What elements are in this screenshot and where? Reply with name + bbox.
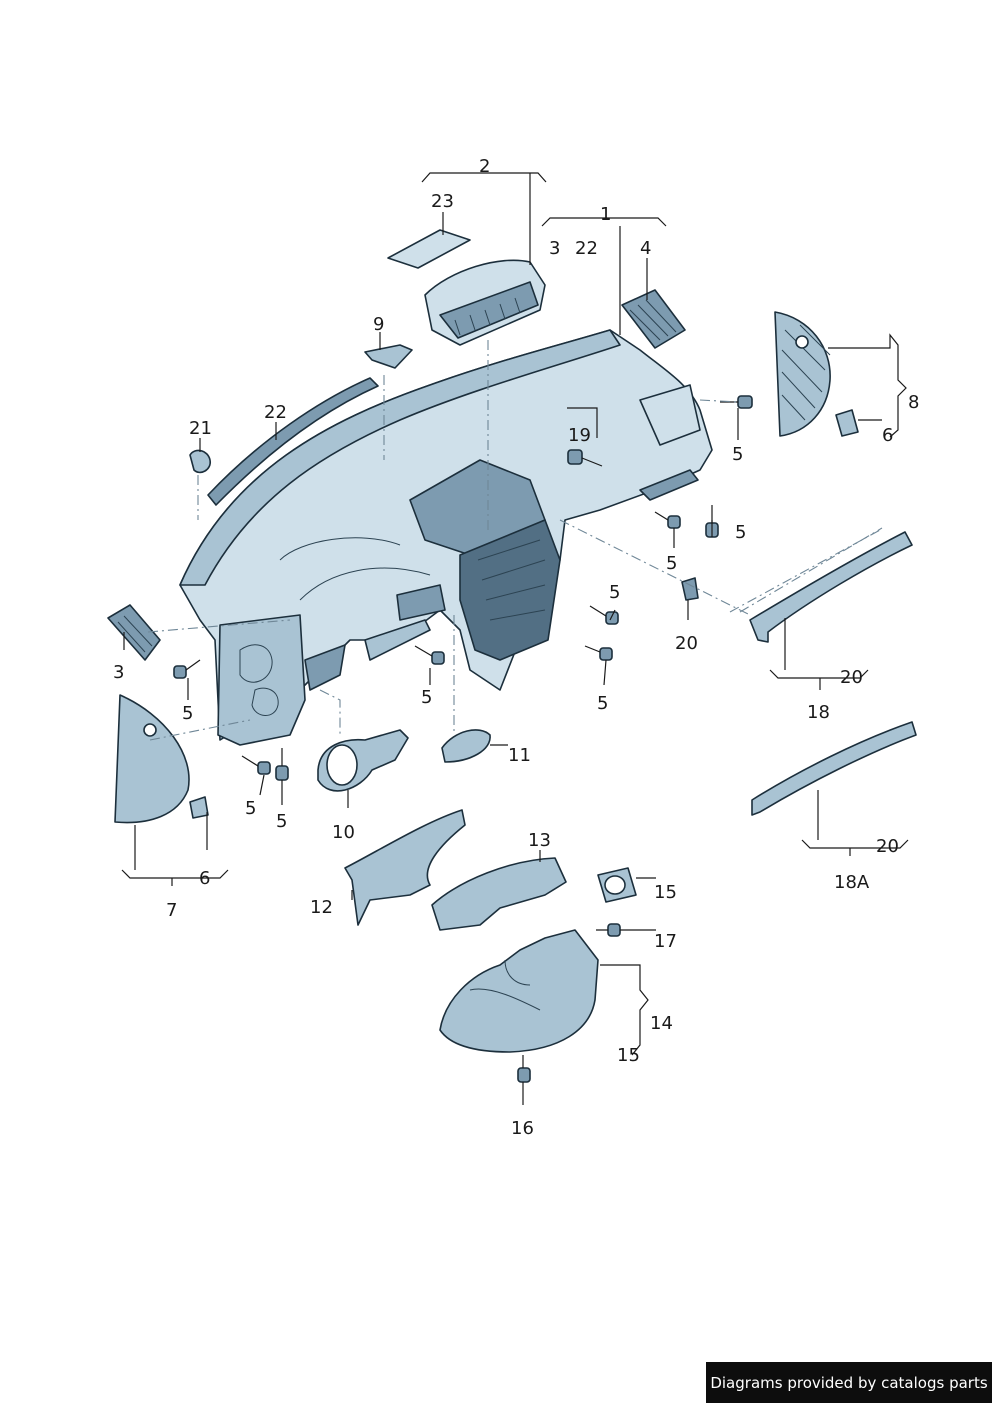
callout-20: 20 bbox=[675, 633, 698, 654]
callout-20: 20 bbox=[876, 836, 899, 857]
callout-3: 3 bbox=[549, 238, 560, 259]
column-shroud-lower-14 bbox=[439, 929, 599, 1053]
center-air-vent bbox=[424, 259, 546, 346]
callout-5: 5 bbox=[182, 703, 193, 724]
callout-9: 9 bbox=[373, 314, 384, 335]
callout-5: 5 bbox=[421, 687, 432, 708]
side-cover-left-hole bbox=[143, 723, 157, 737]
credit-banner: Diagrams provided by catalogs parts bbox=[706, 1362, 992, 1403]
callout-21: 21 bbox=[189, 418, 212, 439]
callout-23: 23 bbox=[431, 191, 454, 212]
callout-13: 13 bbox=[528, 830, 551, 851]
side-cover-right-8 bbox=[774, 311, 831, 437]
trim-strip-18a bbox=[751, 721, 917, 816]
cap-21 bbox=[189, 449, 211, 474]
callout-5: 5 bbox=[597, 693, 608, 714]
callout-15: 15 bbox=[654, 882, 677, 903]
callout-10: 10 bbox=[332, 822, 355, 843]
leader-lines bbox=[121, 172, 909, 1105]
callout-15: 15 bbox=[617, 1045, 640, 1066]
callout-8: 8 bbox=[908, 392, 919, 413]
callout-14: 14 bbox=[650, 1013, 673, 1034]
callout-6: 6 bbox=[199, 868, 210, 889]
callout-4: 4 bbox=[640, 238, 651, 259]
instrument-bezel-10 bbox=[317, 729, 409, 792]
callout-18: 18 bbox=[807, 702, 830, 723]
callout-11: 11 bbox=[508, 745, 531, 766]
callout-22: 22 bbox=[575, 238, 598, 259]
callout-5: 5 bbox=[609, 582, 620, 603]
callout-7: 7 bbox=[166, 900, 177, 921]
callout-17: 17 bbox=[654, 931, 677, 952]
callout-3: 3 bbox=[113, 662, 124, 683]
clip-6-right bbox=[835, 409, 859, 437]
trim-panel-12 bbox=[344, 809, 466, 926]
callout-6: 6 bbox=[882, 425, 893, 446]
switch-ring-15 bbox=[597, 867, 637, 903]
callout-16: 16 bbox=[511, 1118, 534, 1139]
callout-12: 12 bbox=[310, 897, 333, 918]
callout-20: 20 bbox=[840, 667, 863, 688]
callout-5: 5 bbox=[276, 811, 287, 832]
dashboard-panel bbox=[179, 329, 713, 746]
cover-11 bbox=[441, 729, 491, 763]
callout-5: 5 bbox=[245, 798, 256, 819]
callout-5: 5 bbox=[732, 444, 743, 465]
callout-5: 5 bbox=[735, 522, 746, 543]
callout-labels: 1 2 3 22 4 23 9 22 21 19 8 6 5 5 5 5 5 5… bbox=[113, 156, 919, 1139]
defroster-strip-22 bbox=[207, 377, 379, 506]
callout-22: 22 bbox=[264, 402, 287, 423]
trim-cover-23 bbox=[387, 229, 471, 269]
alignment-lines bbox=[147, 340, 883, 741]
column-shroud-upper-13 bbox=[431, 857, 567, 931]
side-air-vent-right bbox=[621, 289, 686, 349]
clip-20 bbox=[681, 577, 699, 601]
callout-5: 5 bbox=[666, 553, 677, 574]
callout-2: 2 bbox=[479, 156, 490, 177]
callout-18a: 18A bbox=[834, 872, 870, 893]
clip-6-left bbox=[189, 796, 209, 819]
callout-1: 1 bbox=[600, 204, 611, 225]
trim-strip-18 bbox=[749, 531, 913, 643]
callout-19: 19 bbox=[568, 425, 591, 446]
cover-clip-9 bbox=[364, 344, 413, 369]
side-air-vent-left bbox=[107, 604, 161, 661]
side-cover-left-7 bbox=[114, 694, 190, 824]
